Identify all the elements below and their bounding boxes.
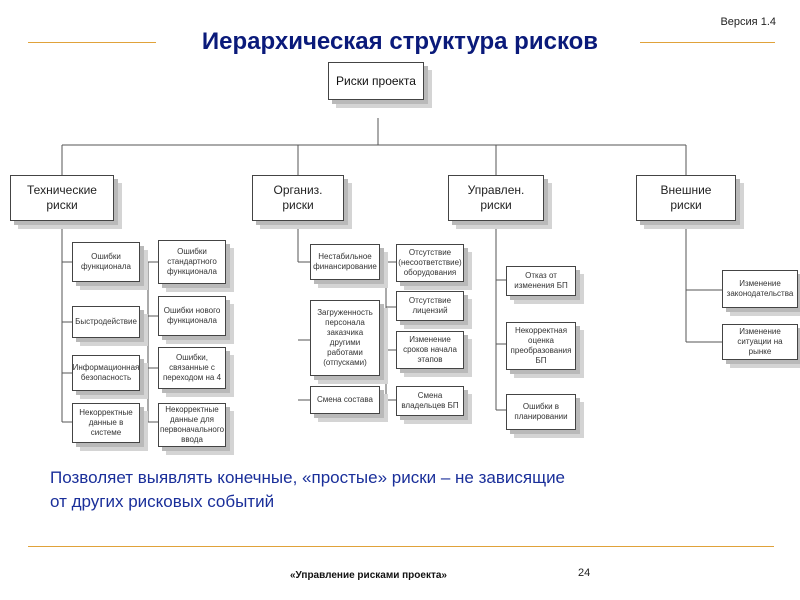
leaf-box: Ошибки нового функционала <box>158 296 226 336</box>
title-rule-left <box>28 42 156 43</box>
root-risk-label: Риски проекта <box>336 74 416 88</box>
leaf-box: Информационная безопасность <box>72 355 140 391</box>
leaf-label: Ошибки стандартного функционала <box>167 247 217 276</box>
category-mgmt-label: Управлен. риски <box>467 183 525 212</box>
leaf-label: Изменение сроков начала этапов <box>403 335 457 364</box>
leaf-box: Смена состава <box>310 386 380 414</box>
category-org-label: Организ. риски <box>273 183 323 212</box>
category-technical-box: Технические риски <box>10 175 114 221</box>
leaf-label: Быстродействие <box>75 317 137 326</box>
footer-rule <box>28 546 774 547</box>
category-org-box: Организ. риски <box>252 175 344 221</box>
category-external-box: Внешние риски <box>636 175 736 221</box>
leaf-box: Изменение сроков начала этапов <box>396 331 464 369</box>
leaf-box: Отказ от изменения БП <box>506 266 576 296</box>
title-rule-right <box>640 42 775 43</box>
summary-text: Позволяет выявлять конечные, «простые» р… <box>50 466 750 514</box>
leaf-box: Отсутствие (несоответствие) оборудования <box>396 244 464 282</box>
leaf-label: Загруженность персонала заказчика другим… <box>317 308 373 367</box>
leaf-label: Изменение ситуации на рынке <box>737 327 783 356</box>
leaf-label: Смена владельцев БП <box>401 391 459 410</box>
leaf-label: Отсутствие лицензий <box>408 296 452 315</box>
leaf-box: Некорректная оценка преобразования БП <box>506 322 576 370</box>
leaf-label: Ошибки функционала <box>81 252 131 271</box>
leaf-box: Некорректные данные в системе <box>72 403 140 443</box>
leaf-box: Изменение законодательства <box>722 270 798 308</box>
leaf-box: Ошибки в планировании <box>506 394 576 430</box>
leaf-label: Некорректная оценка преобразования БП <box>510 326 572 365</box>
leaf-label: Ошибки, связанные с переходом на 4 <box>162 353 222 382</box>
category-mgmt-box: Управлен. риски <box>448 175 544 221</box>
leaf-label: Отсутствие (несоответствие) оборудования <box>398 248 462 277</box>
leaf-label: Некорректные данные в системе <box>79 408 133 437</box>
category-technical-label: Технические риски <box>27 183 97 212</box>
leaf-box: Нестабильное финансирование <box>310 244 380 280</box>
page-title: Иерархическая структура рисков <box>201 28 599 55</box>
leaf-box: Быстродействие <box>72 306 140 338</box>
leaf-label: Изменение законодательства <box>726 279 794 298</box>
leaf-label: Информационная безопасность <box>72 363 140 382</box>
footer-title: «Управление рисками проекта» <box>290 570 447 581</box>
leaf-box: Ошибки, связанные с переходом на 4 <box>158 347 226 389</box>
leaf-box: Смена владельцев БП <box>396 386 464 416</box>
leaf-label: Нестабильное финансирование <box>313 252 377 271</box>
leaf-box: Ошибки стандартного функционала <box>158 240 226 284</box>
leaf-label: Некорректные данные для первоначального … <box>159 405 225 444</box>
leaf-box: Изменение ситуации на рынке <box>722 324 798 360</box>
leaf-label: Ошибки нового функционала <box>163 306 221 325</box>
category-external-label: Внешние риски <box>660 183 712 212</box>
leaf-label: Отказ от изменения БП <box>514 271 568 290</box>
page-number: 24 <box>578 567 591 579</box>
leaf-box: Ошибки функционала <box>72 242 140 282</box>
leaf-box: Отсутствие лицензий <box>396 291 464 321</box>
leaf-label: Смена состава <box>317 395 373 404</box>
leaf-box: Некорректные данные для первоначального … <box>158 403 226 447</box>
summary-line: от других рисковых событий <box>50 492 275 511</box>
version-label: Версия 1.4 <box>720 16 776 28</box>
root-risk-box: Риски проекта <box>328 62 424 100</box>
summary-line: Позволяет выявлять конечные, «простые» р… <box>50 468 566 487</box>
leaf-label: Ошибки в планировании <box>514 402 568 421</box>
leaf-box: Загруженность персонала заказчика другим… <box>310 300 380 376</box>
